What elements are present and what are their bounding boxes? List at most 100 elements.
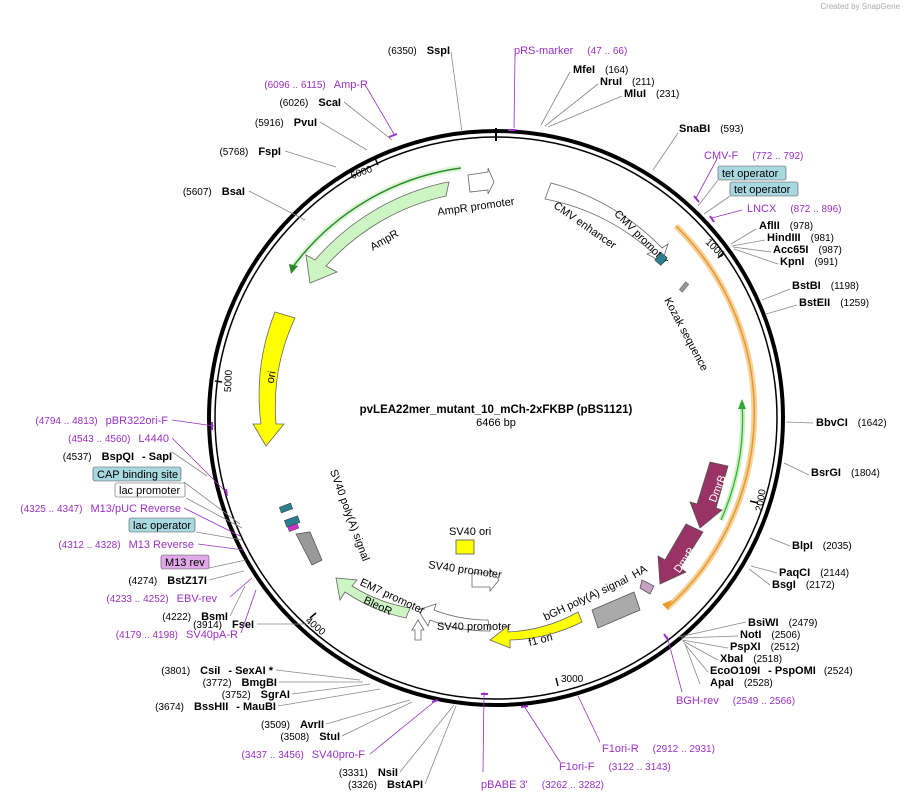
site-nsii: (3331)NsiI	[339, 767, 398, 779]
sv40-promoter-arrow-2	[417, 603, 491, 632]
tick-label-2000: 2000	[754, 488, 769, 512]
insert-green-line	[720, 401, 744, 521]
ha-label: HA	[630, 563, 650, 581]
primer-sv40pa-r: (4179 .. 4198)SV40pA-R	[116, 629, 238, 641]
tet-operator-box-1	[717, 165, 787, 181]
f1-ori-arrow	[489, 611, 583, 649]
ori-arrow	[252, 311, 296, 447]
site-bsiwi: BsiWI(2479)	[748, 617, 817, 629]
site-snabi: SnaBI(593)	[679, 123, 744, 135]
tet-operator-block	[654, 252, 668, 266]
em7-arrow	[411, 619, 425, 641]
bleor-arrow	[335, 577, 411, 619]
primer-cmv-f: CMV-F(772 .. 792)	[704, 150, 803, 162]
dmrb-arrow-2	[657, 523, 704, 585]
left-site-leaders	[171, 51, 463, 785]
lac-operator-label: lac operator	[133, 520, 191, 532]
lac-promoter-label: lac promoter	[119, 485, 180, 497]
site-nrui: NruI(211)	[600, 76, 655, 88]
site-bbvci: BbvCI(1642)	[816, 417, 887, 429]
ha-block	[639, 579, 655, 595]
m13-rev-box	[160, 554, 210, 570]
snapgene-credit: Created by SnapGene	[820, 2, 900, 11]
primer-lncx: LNCX(872 .. 896)	[747, 203, 842, 215]
m13-rev-block	[287, 523, 300, 532]
primer-bgh-rev: BGH-rev(2549 .. 2566)	[676, 695, 795, 707]
tick-label-5000: 5000	[223, 369, 235, 392]
boxed-leaders	[183, 179, 731, 569]
sv40-polya-label: SV40 poly(A) signal	[327, 468, 371, 563]
primer-amp-r: (6096 .. 6115)Amp-R	[264, 79, 368, 91]
lac-promoter-box	[114, 482, 186, 498]
ori-label: ori	[265, 370, 279, 384]
site-bsshii: (3674)BssHII- MauBI	[155, 701, 276, 713]
cap-binding-site-box	[92, 466, 182, 482]
primer-f1ori-f: F1ori-F(3122 .. 3143)	[559, 761, 671, 773]
site-hindiii: HindIII(981)	[767, 232, 834, 244]
tet-operator-box-2	[729, 181, 799, 197]
site-sspi: (6350)SspI	[388, 45, 450, 57]
tet-operator-label-2: tet operator	[734, 184, 791, 196]
primer-m13-reverse: (4312 .. 4328)M13 Reverse	[58, 539, 194, 551]
site-sgrai: (3752)SgrAI	[222, 689, 290, 701]
bgh-polya-block	[591, 591, 641, 629]
site-bspqi: (4537)BspQI- SapI	[63, 451, 172, 463]
tick-label-6000: 6000	[349, 164, 374, 182]
plasmid-title: pvLEA22mer_mutant_10_mCh-2xFKBP (pBS1121…	[360, 404, 633, 416]
site-mfei: MfeI(164)	[573, 64, 628, 76]
dmrb-arrow-1	[689, 461, 729, 529]
site-fspi: (5768)FspI	[219, 146, 281, 158]
tet-operator-label-1: tet operator	[722, 168, 779, 180]
tick-marks	[214, 157, 759, 687]
site-bsteii: BstEII(1259)	[799, 297, 869, 309]
sv40-promoter-label-1: SV40 promoter	[427, 559, 502, 581]
site-kpni: KpnI(991)	[780, 256, 838, 268]
primer-leaders	[171, 54, 743, 773]
primer-sv40pro-f: (3437 .. 3456)SV40pro-F	[242, 749, 366, 761]
insert-orange-line	[666, 225, 755, 609]
site-bmgbi: (3772)BmgBI	[203, 677, 277, 689]
primer-m13-puc-reverse: (4325 .. 4347)M13/pUC Reverse	[20, 503, 181, 515]
site-bsrgi: BsrGI(1804)	[811, 467, 880, 479]
cap-site-block	[279, 502, 293, 514]
primer-f1ori-r: F1ori-R(2912 .. 2931)	[602, 743, 715, 755]
ampr-promoter-label: AmpR promoter	[437, 196, 516, 219]
site-bstapi: (3326)BstAPI	[348, 779, 423, 791]
credit-text: Created by SnapGene	[820, 2, 900, 11]
site-ecoo109i: EcoO109I- PspOMI(2524)	[710, 665, 853, 677]
kozak-label: Kozak sequence	[661, 296, 710, 373]
sv40-promoter-label-2: SV40 promoter	[437, 621, 511, 633]
site-pvui: (5916)PvuI	[255, 117, 317, 129]
tick-label-3000: 3000	[561, 674, 584, 685]
site-paqci: PaqCI(2144)	[779, 567, 849, 579]
primer-pbr322ori-f: (4794 .. 4813)pBR322ori-F	[35, 415, 168, 427]
ampr-outer-line	[291, 167, 462, 269]
cap-binding-site-label: CAP binding site	[97, 469, 178, 481]
site-bsai: (5607)BsaI	[183, 186, 245, 198]
m13-rev-label: M13 rev	[165, 557, 205, 569]
ampr-outer-arrowhead	[289, 264, 298, 274]
insert-orange-arrowhead	[662, 600, 672, 610]
site-scai: (6026)ScaI	[279, 97, 341, 109]
site-xbai: XbaI(2518)	[720, 653, 782, 665]
site-pspxi: PspXI(2512)	[730, 641, 799, 653]
site-acc65i: Acc65I(987)	[773, 244, 842, 256]
sv40-ori-block	[455, 539, 475, 555]
sv40-polya-block	[295, 531, 323, 566]
site-bsgi: BsgI(2172)	[772, 579, 835, 591]
ampr-label: AmpR	[368, 228, 401, 254]
site-fsei: (3914)FseI	[193, 619, 254, 631]
site-stui: (3508)StuI	[280, 731, 340, 743]
site-bstz17i: (4274)BstZ17I	[128, 575, 207, 587]
ampr-promoter-arrow	[467, 167, 495, 195]
site-avrii: (3509)AvrII	[261, 719, 324, 731]
kozak-block	[678, 281, 690, 293]
insert-green-arrowhead	[738, 399, 746, 409]
lac-operator-box	[128, 517, 196, 533]
site-bstbi: BstBI(1198)	[792, 280, 859, 292]
primer-pbabe-3: pBABE 3'(3262 .. 3282)	[481, 779, 604, 791]
plasmid-size: 6466 bp	[476, 417, 516, 429]
primer-markers	[211, 129, 715, 708]
primer-ebv-rev: (4233 .. 4252)EBV-rev	[106, 593, 217, 605]
